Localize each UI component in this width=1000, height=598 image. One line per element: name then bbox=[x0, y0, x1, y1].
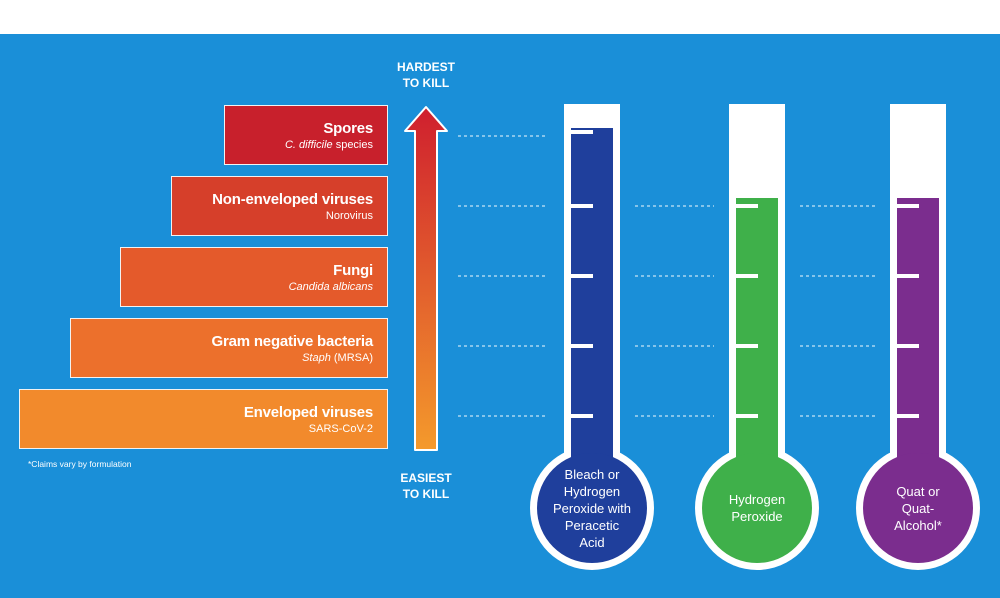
thermometer-bulb-fill bbox=[702, 453, 812, 563]
tier-subtitle: SARS-CoV-2 bbox=[20, 422, 373, 436]
bulb-label-line: Bleach or bbox=[564, 466, 620, 482]
tier-fungi: Fungi Candida albicans bbox=[120, 247, 388, 307]
thermometer-bulb-fill bbox=[863, 453, 973, 563]
thermometer-tick bbox=[571, 204, 593, 208]
tier-subtitle-italic: C. difficile bbox=[284, 138, 333, 151]
tier-non-enveloped-viruses: Non-enveloped viruses Norovirus bbox=[171, 176, 388, 236]
tier-title: Non-enveloped viruses bbox=[212, 190, 373, 208]
tier-title: Gram negative bacteria bbox=[211, 332, 373, 350]
bulb-label-line: Peracetic bbox=[564, 517, 620, 533]
thermometer-tick bbox=[736, 204, 758, 208]
thermometer-tick bbox=[571, 274, 593, 278]
bulb-label-line: Acid bbox=[579, 534, 605, 550]
tier-subtitle: Staph (MRSA) bbox=[71, 351, 373, 365]
bulb-label-line: Peroxide bbox=[731, 509, 783, 524]
tier-enveloped-viruses: Enveloped viruses SARS-CoV-2 bbox=[19, 389, 388, 449]
thermometer-bulb-fill bbox=[537, 453, 647, 563]
bulb-label-line: Hydrogen bbox=[728, 492, 786, 507]
thermometer-fill bbox=[571, 128, 613, 508]
thermometer-tick bbox=[736, 274, 758, 278]
tier-subtitle-plain: species bbox=[332, 138, 373, 151]
arrow-bottom-label-line1: EASIEST bbox=[400, 471, 452, 485]
dotted-guides bbox=[458, 135, 878, 417]
thermometer-tick bbox=[736, 344, 758, 348]
arrow-top-label: HARDEST TO KILL bbox=[381, 59, 471, 91]
arrow-top-label-line2: TO KILL bbox=[402, 76, 450, 90]
tier-spores: Spores C. difficile species bbox=[224, 105, 388, 165]
thermometer-tick bbox=[897, 274, 919, 278]
bulb-label-line: Quat- bbox=[901, 500, 935, 516]
thermometer-tick bbox=[571, 414, 593, 418]
thermometer bbox=[530, 104, 654, 570]
thermometer-tick bbox=[571, 344, 593, 348]
thermometer-tick bbox=[571, 130, 593, 134]
tier-subtitle-plain: Norovirus bbox=[325, 209, 373, 222]
tier-title: Spores bbox=[323, 119, 373, 137]
bulb-label-line: Quat or bbox=[896, 483, 940, 499]
tier-subtitle: C. difficile species bbox=[225, 138, 373, 152]
difficulty-arrow bbox=[404, 106, 448, 451]
tier-subtitle-plain: SARS-CoV-2 bbox=[308, 422, 373, 435]
thermometer-tick bbox=[897, 344, 919, 348]
arrow-top-label-line1: HARDEST bbox=[396, 60, 455, 74]
tier-subtitle: Norovirus bbox=[172, 209, 373, 223]
thermometer bbox=[856, 104, 980, 570]
tier-gram-negative-bacteria: Gram negative bacteria Staph (MRSA) bbox=[70, 318, 388, 378]
thermometer-tick bbox=[897, 414, 919, 418]
thermometers bbox=[530, 104, 980, 570]
tier-subtitle-plain: (MRSA) bbox=[330, 351, 373, 364]
tier-subtitle-italic: Candida albicans bbox=[288, 280, 373, 293]
background-panel bbox=[0, 34, 1000, 598]
thermometer-tick bbox=[736, 414, 758, 418]
tier-subtitle-italic: Staph bbox=[302, 351, 331, 364]
arrow-bottom-label-line2: TO KILL bbox=[402, 487, 450, 501]
tier-subtitle: Candida albicans bbox=[121, 280, 373, 294]
footnote: *Claims vary by formulation bbox=[28, 459, 132, 469]
thermometer bbox=[695, 104, 819, 570]
bulb-label-line: Peroxide with bbox=[552, 500, 632, 516]
bulb-label-line: Hydrogen bbox=[563, 483, 621, 499]
bulb-label-line: Alcohol* bbox=[894, 517, 942, 533]
tier-title: Enveloped viruses bbox=[243, 403, 373, 421]
tier-title: Fungi bbox=[333, 261, 373, 279]
arrow-bottom-label: EASIEST TO KILL bbox=[381, 470, 471, 502]
thermometer-tick bbox=[897, 204, 919, 208]
